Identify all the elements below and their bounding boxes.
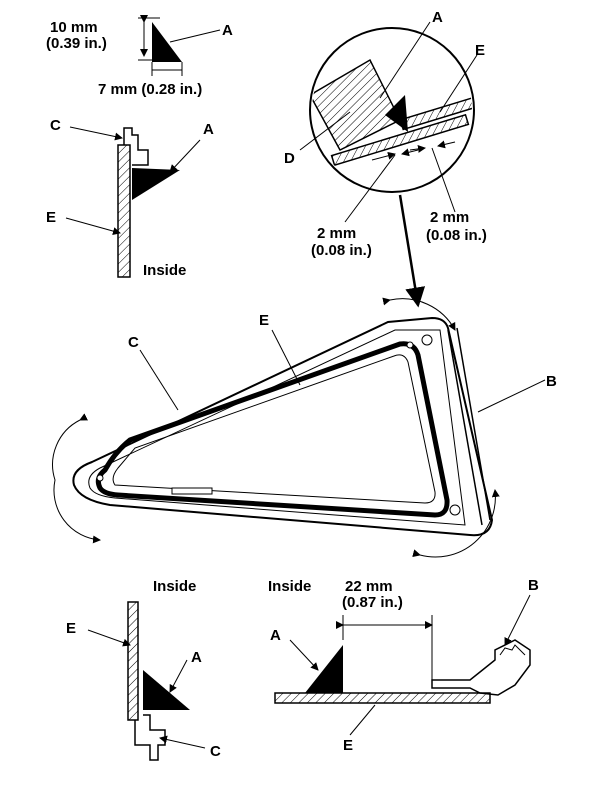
gap-left-mm: 2 mm bbox=[317, 225, 356, 242]
label-a-top: A bbox=[222, 22, 233, 39]
label-e-left: E bbox=[46, 209, 56, 226]
label-e-circle: E bbox=[475, 42, 485, 59]
inside-label-top: Inside bbox=[143, 262, 186, 279]
label-a-left: A bbox=[203, 121, 214, 138]
quarter-glass: C E B bbox=[52, 297, 557, 558]
dim-height-in: (0.39 in.) bbox=[46, 35, 107, 52]
label-a-bottom-right: A bbox=[270, 627, 281, 644]
adhesive-bead bbox=[152, 22, 182, 62]
adhesive-bead bbox=[132, 168, 180, 200]
label-b-bottom-right: B bbox=[528, 577, 539, 594]
adhesive-bead bbox=[305, 645, 343, 693]
label-c-left: C bbox=[50, 117, 61, 134]
label-e-main: E bbox=[259, 312, 269, 329]
inside-label-bottom-right: Inside bbox=[268, 578, 311, 595]
bottom-left-section: Inside E A C bbox=[66, 578, 221, 761]
dim-height-mm: 10 mm bbox=[50, 19, 98, 36]
label-e-bottom-right: E bbox=[343, 737, 353, 754]
inside-label-bottom-left: Inside bbox=[153, 578, 196, 595]
label-e-bottom-left: E bbox=[66, 620, 76, 637]
offset-mm: 22 mm bbox=[345, 578, 393, 595]
gap-right-in: (0.08 in.) bbox=[426, 227, 487, 244]
gap-left-in: (0.08 in.) bbox=[311, 242, 372, 259]
magnified-detail: A E D 2 mm (0.08 in.) 2 mm (0.08 in.) bbox=[284, 9, 487, 308]
offset-in: (0.87 in.) bbox=[342, 594, 403, 611]
label-a-bottom-left: A bbox=[191, 649, 202, 666]
label-d: D bbox=[284, 150, 295, 167]
label-c-main: C bbox=[128, 334, 139, 351]
bottom-right-section: Inside 22 mm (0.87 in.) A B E bbox=[268, 577, 539, 754]
adhesive-bead bbox=[143, 670, 190, 710]
gap-right-mm: 2 mm bbox=[430, 209, 469, 226]
label-a-circle: A bbox=[432, 9, 443, 26]
bead-profile-detail: A 10 mm (0.39 in.) 7 mm (0.28 in.) bbox=[46, 15, 233, 98]
left-section-detail: C A E Inside bbox=[46, 117, 214, 279]
dim-width: 7 mm (0.28 in.) bbox=[98, 81, 202, 98]
label-b-main: B bbox=[546, 373, 557, 390]
label-c-bottom-left: C bbox=[210, 743, 221, 760]
